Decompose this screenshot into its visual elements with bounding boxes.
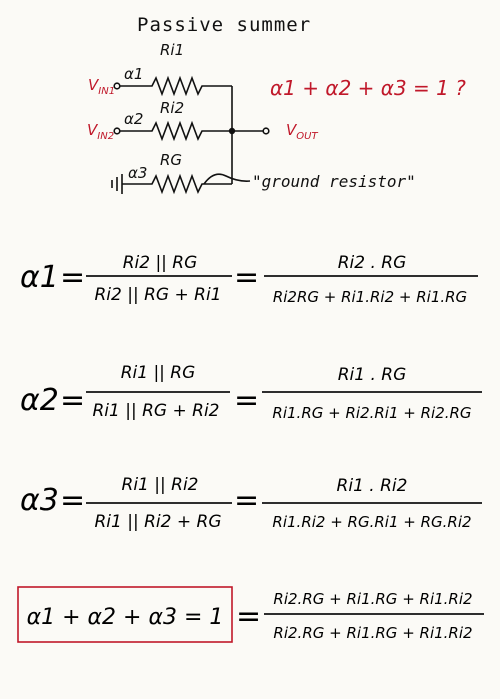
diagram-title: Passive summer <box>137 14 311 36</box>
eq1-num1: Ri2 || RG <box>123 253 198 273</box>
vin1-terminal <box>113 82 121 90</box>
eq1-den1: Ri2 || RG + Ri1 <box>94 285 221 305</box>
eq3-equals-b: = <box>234 483 259 518</box>
equation-alpha2: α2 = Ri1 || RG Ri1 || RG + Ri2 = Ri1 . R… <box>20 363 482 422</box>
final-numerator: Ri2.RG + Ri1.RG + Ri1.Ri2 <box>273 590 472 608</box>
ground-note-pointer <box>203 173 251 185</box>
vin1-label: VIN1 <box>88 76 115 97</box>
sum-question: α1 + α2 + α3 = 1 ? <box>270 76 466 100</box>
eq1-den2: Ri2RG + Ri1.Ri2 + Ri1.RG <box>273 288 467 306</box>
ri1-label: Ri1 <box>160 41 184 59</box>
resistor-ri2 <box>120 120 232 142</box>
eq1-num2: Ri2 . RG <box>338 253 407 273</box>
eq3-lhs: α3 <box>20 483 59 518</box>
vin2-label: VIN2 <box>87 121 114 142</box>
eq2-equals-b: = <box>234 383 259 418</box>
ground-resistor-note: "ground resistor" <box>252 172 416 191</box>
junction-dot <box>228 127 236 135</box>
vout-label: VOUT <box>286 121 318 142</box>
eq3-den2: Ri1.Ri2 + RG.Ri1 + RG.Ri2 <box>272 513 471 531</box>
resistor-ri1 <box>120 75 232 97</box>
eq1-equals-b: = <box>234 260 259 295</box>
eq2-den2: Ri1.RG + Ri2.Ri1 + Ri2.RG <box>272 404 471 422</box>
eq2-den1: Ri1 || RG + Ri2 <box>92 401 219 421</box>
eq3-num2: Ri1 . Ri2 <box>337 476 408 496</box>
eq2-lhs: α2 <box>20 383 59 418</box>
resistor-rg <box>122 173 232 195</box>
final-result: α1 + α2 + α3 = 1 = Ri2.RG + Ri1.RG + Ri1… <box>17 586 484 643</box>
result-box <box>17 586 233 643</box>
eq1-lhs: α1 <box>20 260 59 295</box>
rg-label: RG <box>160 151 182 169</box>
equation-alpha3: α3 = Ri1 || Ri2 Ri1 || Ri2 + RG = Ri1 . … <box>20 475 482 532</box>
ground-icon <box>111 174 123 194</box>
alpha3-label: α3 <box>128 164 147 182</box>
alpha1-label: α1 <box>124 65 143 83</box>
eq2-num2: Ri1 . RG <box>338 365 407 385</box>
boxed-sum: α1 + α2 + α3 = 1 <box>27 605 224 630</box>
eq3-den1: Ri1 || Ri2 + RG <box>94 512 221 532</box>
ri2-label: Ri2 <box>160 99 184 117</box>
eq2-equals-a: = <box>60 383 85 418</box>
eq1-equals-a: = <box>60 260 85 295</box>
final-equals: = <box>236 599 261 634</box>
alpha2-label: α2 <box>124 110 143 128</box>
eq3-num1: Ri1 || Ri2 <box>122 475 199 495</box>
eq2-num1: Ri1 || RG <box>121 363 196 383</box>
vin2-terminal <box>113 127 121 135</box>
circuit <box>111 75 270 195</box>
equation-alpha1: α1 = Ri2 || RG Ri2 || RG + Ri1 = Ri2 . R… <box>20 253 478 306</box>
final-denominator: Ri2.RG + Ri1.RG + Ri1.Ri2 <box>273 624 472 642</box>
vout-terminal <box>262 127 270 135</box>
eq3-equals-a: = <box>60 483 85 518</box>
